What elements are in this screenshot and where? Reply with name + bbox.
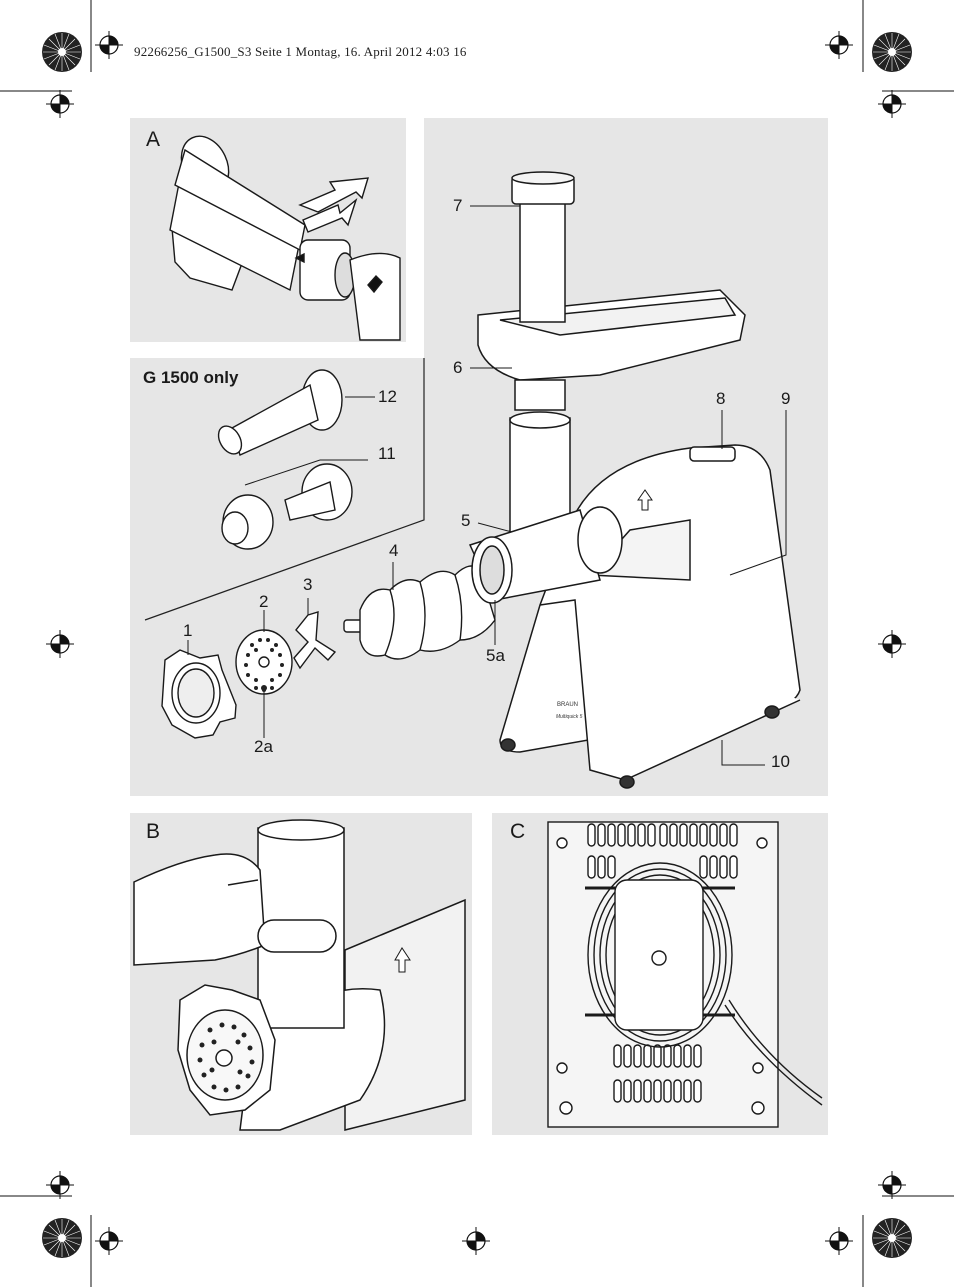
- accessory-12-sausage-funnel: [217, 369, 343, 456]
- g1500-only-caption: G 1500 only: [143, 368, 239, 387]
- brand-model: Multiquick 5: [556, 714, 583, 720]
- panel-divider: [144, 358, 425, 621]
- panel-a-illustration: [169, 135, 401, 341]
- part-label-5: 5: [461, 511, 471, 530]
- part-label-9: 9: [781, 389, 791, 408]
- leader-lines: [187, 205, 787, 766]
- part-label-2a: 2a: [254, 737, 273, 756]
- part-label-10: 10: [771, 752, 790, 771]
- part-label-12: 12: [378, 387, 397, 406]
- accessory-11-kebbe-attachment: [221, 459, 368, 550]
- part-label-1: 1: [183, 621, 193, 640]
- main-grinder-illustration: [468, 171, 801, 789]
- part-label-4: 4: [389, 541, 399, 560]
- part-2-perforated-disc: [235, 629, 293, 695]
- part-label-7: 7: [453, 196, 463, 215]
- panel-a-letter: A: [146, 128, 161, 151]
- part-label-8: 8: [716, 389, 726, 408]
- part-label-5a: 5a: [486, 646, 505, 665]
- part-label-6: 6: [453, 358, 463, 377]
- part-label-3: 3: [303, 575, 313, 594]
- part-1-ring-nut: [161, 649, 237, 739]
- panel-c-letter: C: [510, 820, 526, 843]
- brand-logo: BRAUN: [557, 702, 578, 708]
- part-3-cutter-blade: [293, 611, 337, 670]
- part-label-11: 11: [378, 444, 396, 463]
- print-slug: 92266256_G1500_S3 Seite 1 Montag, 16. Ap…: [134, 44, 467, 59]
- panel-b-illustration: [133, 819, 466, 1131]
- panel-b-letter: B: [146, 820, 161, 843]
- panel-c-illustration: [547, 821, 823, 1128]
- part-label-2: 2: [259, 592, 269, 611]
